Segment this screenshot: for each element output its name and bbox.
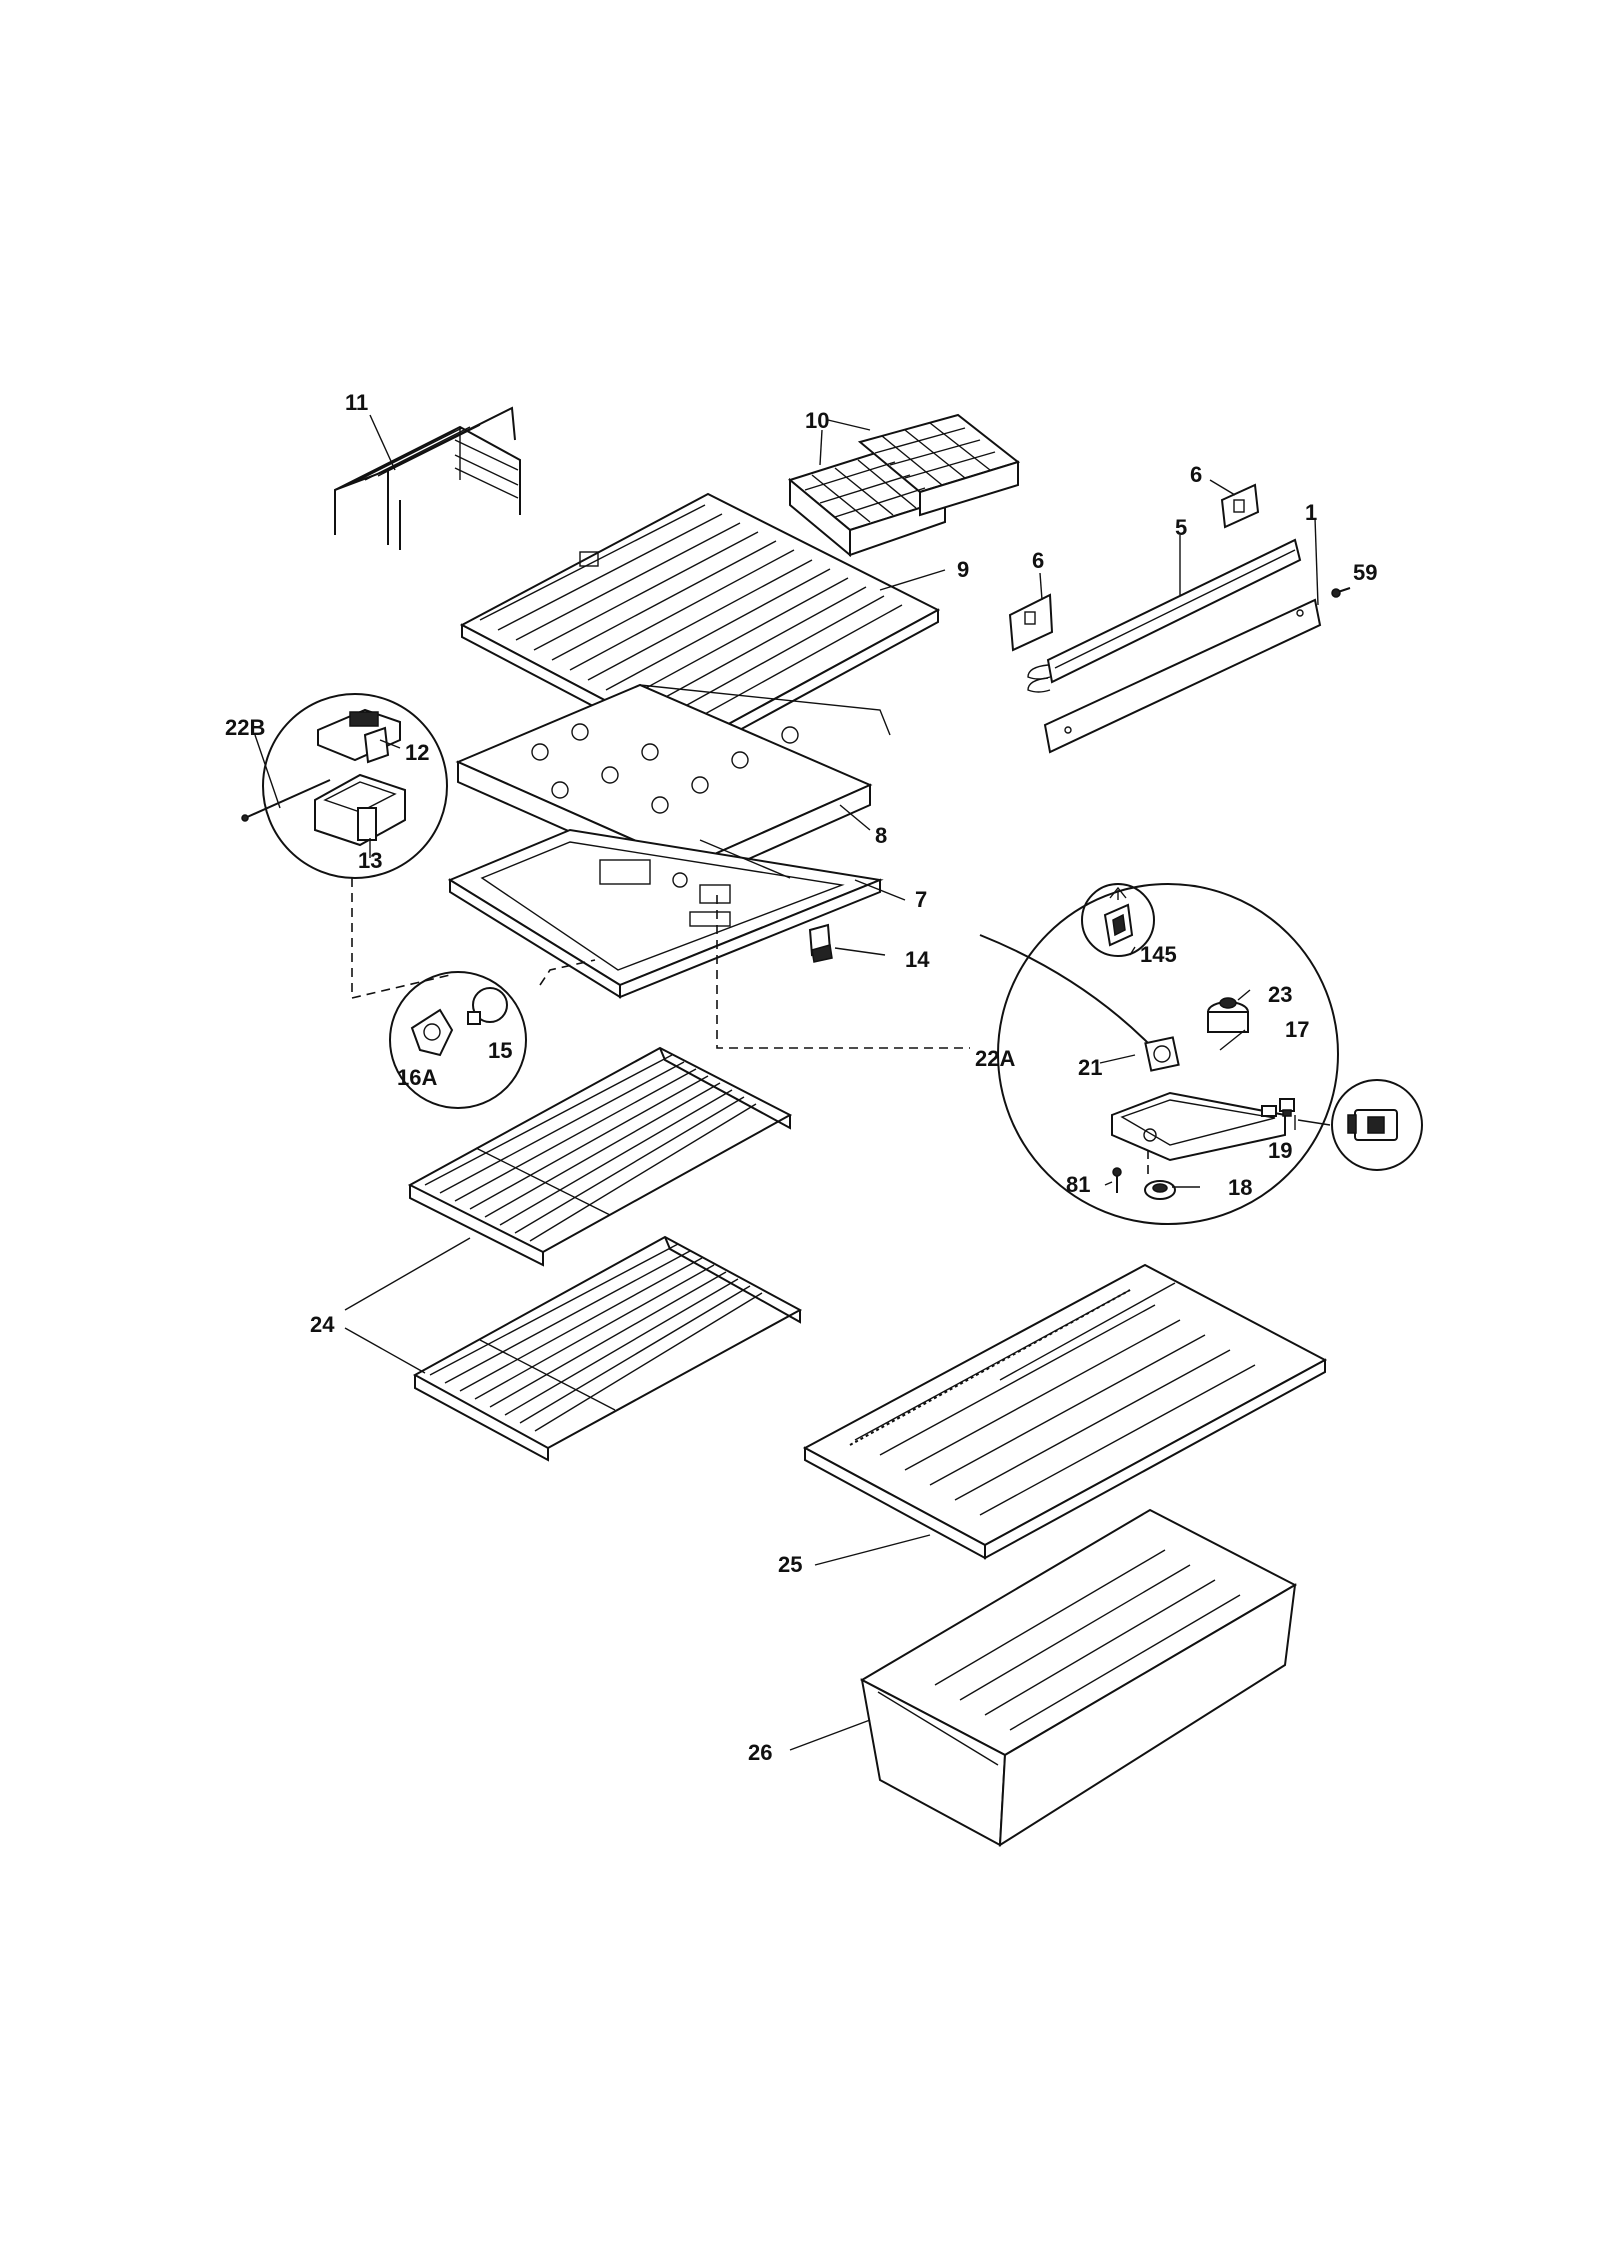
callout-18: 18 xyxy=(1228,1175,1252,1200)
part-crisper-drawer-26 xyxy=(859,1508,1298,1847)
part-lamp-socket-16a xyxy=(410,1008,454,1057)
part-switch-12 xyxy=(317,708,401,764)
callout-7: 7 xyxy=(915,887,927,912)
part-knob-18 xyxy=(1144,1180,1176,1200)
callout-10: 10 xyxy=(805,408,829,433)
detail-circle-left xyxy=(241,693,448,879)
wire-shelf-lower xyxy=(412,1235,803,1462)
part-trim-5 xyxy=(1027,538,1302,693)
part-wire-rack-11 xyxy=(334,406,521,550)
part-bulb-15 xyxy=(467,987,508,1025)
callout-22b: 22B xyxy=(225,715,265,740)
callout-11: 11 xyxy=(345,390,368,415)
detail-circle-switch xyxy=(1331,1079,1423,1171)
callout-15: 15 xyxy=(488,1038,512,1063)
callout-6-upper: 6 xyxy=(1190,462,1202,487)
callout-6-lower: 6 xyxy=(1032,548,1044,573)
part-screw-81 xyxy=(1112,1167,1122,1193)
part-socket-21 xyxy=(1144,1036,1180,1072)
part-control-box-17 xyxy=(1111,1091,1286,1162)
callout-1: 1 xyxy=(1305,500,1317,525)
part-cord-22b xyxy=(241,779,331,822)
dashed-connectors xyxy=(351,878,1149,1175)
callout-59: 59 xyxy=(1353,560,1377,585)
callout-145: 145 xyxy=(1140,942,1177,967)
callout-5: 5 xyxy=(1175,515,1187,540)
callout-12: 12 xyxy=(405,740,429,765)
part-cord-22a xyxy=(979,934,1151,1046)
part-liner-panel-7 xyxy=(447,828,884,999)
part-thermostat-23 xyxy=(1207,997,1249,1033)
leader-lines xyxy=(254,414,1331,1751)
part-wire-shelves-24 xyxy=(407,1046,803,1462)
part-trim-1 xyxy=(1043,598,1322,754)
part-crisper-cover-25 xyxy=(802,1263,1328,1560)
callout-21: 21 xyxy=(1078,1055,1102,1080)
callout-14: 14 xyxy=(905,947,930,972)
callout-19: 19 xyxy=(1268,1138,1292,1163)
part-switch-19 xyxy=(1279,1098,1295,1117)
detail-circle-right xyxy=(979,883,1339,1225)
part-bracket-6-lower xyxy=(1008,593,1054,652)
callout-16a: 16A xyxy=(397,1065,437,1090)
part-bulb-label-145-detail xyxy=(1081,883,1155,957)
callout-81: 81 xyxy=(1066,1172,1090,1197)
detail-circle-lamp xyxy=(389,971,527,1109)
part-bracket-6-upper xyxy=(1220,483,1260,529)
callout-17: 17 xyxy=(1285,1017,1309,1042)
part-housing-13 xyxy=(314,773,406,847)
part-connector-14 xyxy=(808,923,833,963)
callout-25: 25 xyxy=(778,1552,802,1577)
callout-23: 23 xyxy=(1268,982,1292,1007)
part-freezer-shelf-9 xyxy=(459,492,941,759)
callout-9: 9 xyxy=(957,557,969,582)
callout-8: 8 xyxy=(875,823,887,848)
callout-22a: 22A xyxy=(975,1046,1015,1071)
part-ice-trays-10 xyxy=(787,413,1021,558)
wire-shelf-upper xyxy=(407,1046,793,1267)
callout-24: 24 xyxy=(310,1312,335,1337)
part-screw-59 xyxy=(1331,587,1351,598)
callout-13: 13 xyxy=(358,848,382,873)
callout-26: 26 xyxy=(748,1740,772,1765)
callout-labels: 11 10 6 5 1 59 6 9 22B 12 13 8 7 14 145 … xyxy=(225,390,1377,1765)
